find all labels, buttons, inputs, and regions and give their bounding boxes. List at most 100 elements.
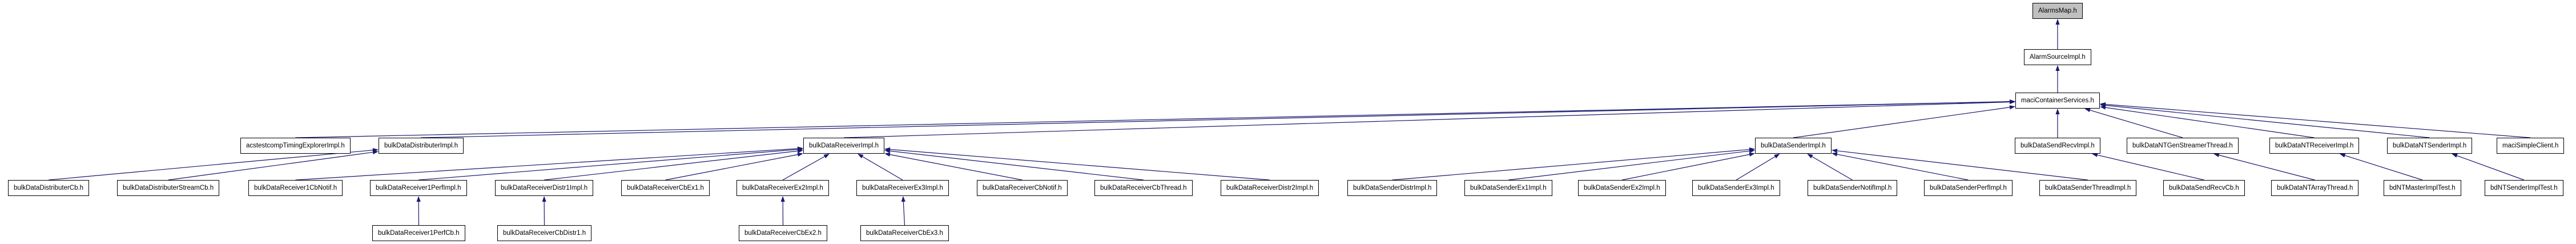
- graph-node-bulkdatareceivercbex1[interactable]: bulkDataReceiverCbEx1.h: [621, 180, 710, 196]
- dependency-edge: [418, 149, 798, 181]
- graph-node-bulkdatareceivercbdistr1[interactable]: bulkDataReceiverCbDistr1.h: [497, 225, 592, 241]
- graph-node-bulkdatantsenderimpl[interactable]: bulkDataNTSenderImpl.h: [2387, 138, 2473, 154]
- graph-node-bulkdatareceiver1perfimpl[interactable]: bulkDataReceiver1PerfImpl.h: [370, 180, 467, 196]
- graph-node-bulkdatareceiverex2impl[interactable]: bulkDataReceiverEx2Impl.h: [736, 180, 829, 196]
- dependency-edge: [1621, 154, 1750, 181]
- graph-node-bulkdatareceivercbthread[interactable]: bulkDataReceiverCbThread.h: [1094, 180, 1193, 196]
- graph-node-bulkdatareceiverimpl[interactable]: bulkDataReceiverImpl.h: [803, 138, 885, 154]
- graph-node-bulkdatasenderex2impl[interactable]: bulkDataSenderEx2Impl.h: [1578, 180, 1666, 196]
- arrowhead-icon: [858, 154, 864, 159]
- graph-node-bulkdatantarraythread[interactable]: bulkDataNTArrayThread.h: [2271, 180, 2359, 196]
- dependency-edge: [295, 148, 798, 181]
- arrowhead-icon: [2100, 105, 2106, 110]
- arrowhead-icon: [2009, 99, 2015, 104]
- graph-node-bulkdatasendrecvcb[interactable]: bulkDataSendRecvCb.h: [2163, 180, 2245, 196]
- graph-node-bulkdatareceivercbnotif[interactable]: bulkDataReceiverCbNotif.h: [977, 180, 1068, 196]
- dependency-edge: [421, 101, 2010, 138]
- arrowhead-icon: [2009, 99, 2015, 104]
- arrowhead-icon: [1774, 154, 1780, 159]
- arrowhead-icon: [1832, 149, 1838, 153]
- graph-node-bulkdatasenderex3impl[interactable]: bulkDataSenderEx3Impl.h: [1692, 180, 1780, 196]
- arrowhead-icon: [2009, 105, 2015, 110]
- dependency-edge: [1392, 149, 1750, 181]
- arrowhead-icon: [797, 152, 803, 157]
- dependency-edge: [862, 156, 903, 181]
- dependency-edge: [889, 149, 1270, 181]
- arrowhead-icon: [2055, 65, 2060, 71]
- dependency-edge: [2345, 155, 2423, 181]
- dependency-edge: [1837, 154, 1969, 181]
- graph-node-bulkdatareceiverdistr2impl[interactable]: bulkDataReceiverDistr2Impl.h: [1221, 180, 1319, 196]
- arrowhead-icon: [884, 149, 891, 153]
- graph-node-bulkdatadistributerimpl[interactable]: bulkDataDistributerImpl.h: [379, 138, 464, 154]
- dependency-edge: [48, 150, 373, 181]
- dependency-edge: [2097, 154, 2204, 181]
- graph-node-alarmsourceimpl[interactable]: AlarmSourceImpl.h: [2024, 49, 2091, 65]
- graph-node-bulkdatasenderdistrimpl[interactable]: bulkDataSenderDistrImpl.h: [1347, 180, 1438, 196]
- graph-node-bulkdatareceiverdistr1impl[interactable]: bulkDataReceiverDistr1Impl.h: [495, 180, 594, 196]
- graph-node-bulkdatasenderperfimpl[interactable]: bulkDataSenderPerfImpl.h: [1924, 180, 2012, 196]
- graph-node-bulkdatareceiverex3impl[interactable]: bulkDataReceiverEx3Impl.h: [856, 180, 949, 196]
- arrowhead-icon: [2055, 19, 2060, 25]
- graph-node-alarmsmap[interactable]: AlarmsMap.h: [2032, 3, 2083, 19]
- graph-node-bulkdatasendernotifimpl[interactable]: bulkDataSenderNotifImpl.h: [1808, 180, 1898, 196]
- graph-node-bulkdatadistributerstreamcb[interactable]: bulkDataDistributerStreamCb.h: [117, 180, 220, 196]
- dependency-edge: [1837, 150, 2088, 181]
- dependency-edge: [843, 101, 2010, 138]
- arrowhead-icon: [797, 149, 803, 153]
- arrowhead-icon: [372, 148, 379, 153]
- graph-node-bulkdatantreceiverimpl[interactable]: bulkDataNTReceiverImpl.h: [2269, 138, 2360, 154]
- arrowhead-icon: [2452, 154, 2458, 158]
- dependency-edge: [295, 101, 2010, 138]
- graph-node-macicontainerservices[interactable]: maciContainerServices.h: [2015, 93, 2100, 109]
- graph-node-bulkdatantgenstreamerthread[interactable]: bulkDataNTGenStreamerThread.h: [2127, 138, 2239, 154]
- graph-node-bulkdatasenderimpl[interactable]: bulkDataSenderImpl.h: [1755, 138, 1832, 154]
- dependency-edge: [665, 154, 798, 181]
- graph-node-acstestcomptimingexplorerimpl[interactable]: acstestcompTimingExplorerImpl.h: [240, 138, 351, 154]
- arrowhead-icon: [2100, 102, 2106, 107]
- dependency-edge: [2219, 154, 2315, 181]
- graph-node-bulkdatareceivercbex3[interactable]: bulkDataReceiverCbEx3.h: [860, 225, 949, 241]
- arrowhead-icon: [2084, 108, 2091, 113]
- dependency-edge: [544, 150, 798, 181]
- arrowhead-icon: [884, 147, 891, 152]
- arrowhead-icon: [416, 196, 421, 202]
- arrowhead-icon: [1749, 149, 1755, 153]
- graph-node-bulkdatareceivercbex2[interactable]: bulkDataReceiverCbEx2.h: [739, 225, 827, 241]
- dependency-edge: [2457, 155, 2525, 181]
- graph-node-macisimpleclient[interactable]: maciSimpleClient.h: [2497, 138, 2565, 154]
- graph-node-bulkdatareceiver1cbnotif[interactable]: bulkDataReceiver1CbNotif.h: [248, 180, 343, 196]
- arrowhead-icon: [2055, 109, 2060, 114]
- dependency-edge: [2105, 105, 2430, 138]
- dependency-edge: [168, 151, 373, 181]
- dependency-edge: [889, 150, 1144, 181]
- arrowhead-icon: [1749, 152, 1755, 157]
- graph-node-bulkdatadistributercb[interactable]: bulkDataDistributerCb.h: [8, 180, 90, 196]
- arrowhead-icon: [823, 154, 830, 159]
- graph-node-bdntsenderimpltest[interactable]: bdNTSenderImplTest.h: [2485, 180, 2563, 196]
- arrowhead-icon: [2213, 153, 2220, 157]
- arrowhead-icon: [2339, 153, 2346, 158]
- dependency-edge: [1736, 156, 1776, 181]
- graph-node-bulkdatareceiver1perfcb[interactable]: bulkDataReceiver1PerfCb.h: [372, 225, 465, 241]
- dependency-edge: [889, 154, 1023, 181]
- graph-node-bulkdatasendrecvimpl[interactable]: bulkDataSendRecvImpl.h: [2015, 138, 2100, 154]
- arrowhead-icon: [1832, 152, 1838, 157]
- dependency-edge: [2105, 107, 2315, 138]
- graph-node-bulkdatasenderex1impl[interactable]: bulkDataSenderEx1Impl.h: [1464, 180, 1552, 196]
- graph-node-bulkdatasenderthreadimpl[interactable]: bulkDataSenderThreadImpl.h: [2039, 180, 2137, 196]
- arrowhead-icon: [884, 152, 891, 157]
- arrowhead-icon: [372, 150, 379, 154]
- dependency-edge: [2105, 103, 2531, 138]
- dependency-edge: [2090, 110, 2183, 138]
- graph-node-bdntmasterimpltest[interactable]: bdNTMasterImplTest.h: [2384, 180, 2461, 196]
- arrowhead-icon: [2009, 99, 2015, 105]
- arrowhead-icon: [797, 146, 803, 151]
- dependency-edge: [903, 201, 905, 226]
- arrowhead-icon: [901, 196, 905, 202]
- dependency-edge: [1793, 107, 2010, 138]
- arrowhead-icon: [797, 147, 803, 152]
- arrowhead-icon: [542, 196, 546, 202]
